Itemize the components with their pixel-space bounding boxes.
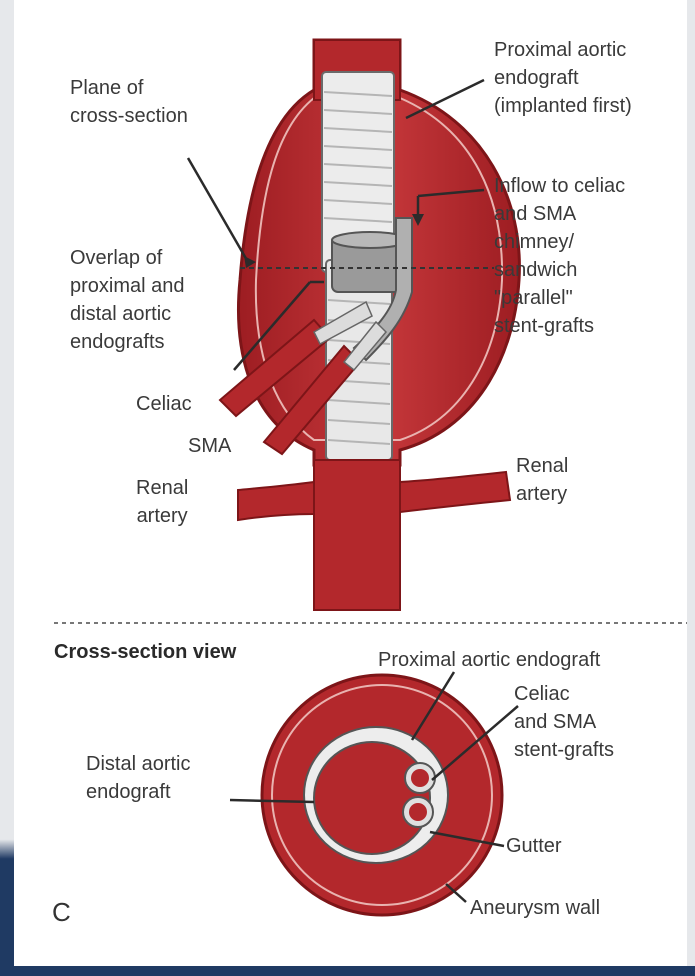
label-gutter: Gutter xyxy=(506,832,562,860)
figure-panel: Plane of cross-section Proximal aortic e… xyxy=(14,0,687,966)
aortic-endograft-illustration xyxy=(14,0,687,966)
label-distal-endograft: Distal aortic endograft xyxy=(86,750,190,806)
label-aneurysm-wall: Aneurysm wall xyxy=(470,894,600,922)
right-frame xyxy=(687,0,695,976)
label-proximal-endograft-bottom: Proximal aortic endograft xyxy=(378,646,600,674)
lower-aorta xyxy=(314,460,400,610)
label-renal-artery-left: Renal artery xyxy=(136,474,188,530)
label-inflow: Inflow to celiac and SMA chimney/ sandwi… xyxy=(494,172,625,340)
renal-artery-left xyxy=(238,482,314,520)
label-renal-artery-right: Renal artery xyxy=(516,452,568,508)
renal-artery-right xyxy=(400,472,510,512)
label-sma: SMA xyxy=(188,432,231,460)
label-celiac-sma-stent-grafts: Celiac and SMA stent-grafts xyxy=(514,680,614,764)
label-plane-of-cross-section: Plane of cross-section xyxy=(70,74,188,130)
panel-letter: C xyxy=(52,898,71,926)
left-frame xyxy=(0,0,14,976)
label-proximal-endograft-top: Proximal aortic endograft (implanted fir… xyxy=(494,36,632,120)
label-celiac: Celiac xyxy=(136,390,192,418)
label-overlap: Overlap of proximal and distal aortic en… xyxy=(70,244,185,356)
label-cross-section-view: Cross-section view xyxy=(54,638,236,666)
bottom-frame xyxy=(0,966,695,976)
